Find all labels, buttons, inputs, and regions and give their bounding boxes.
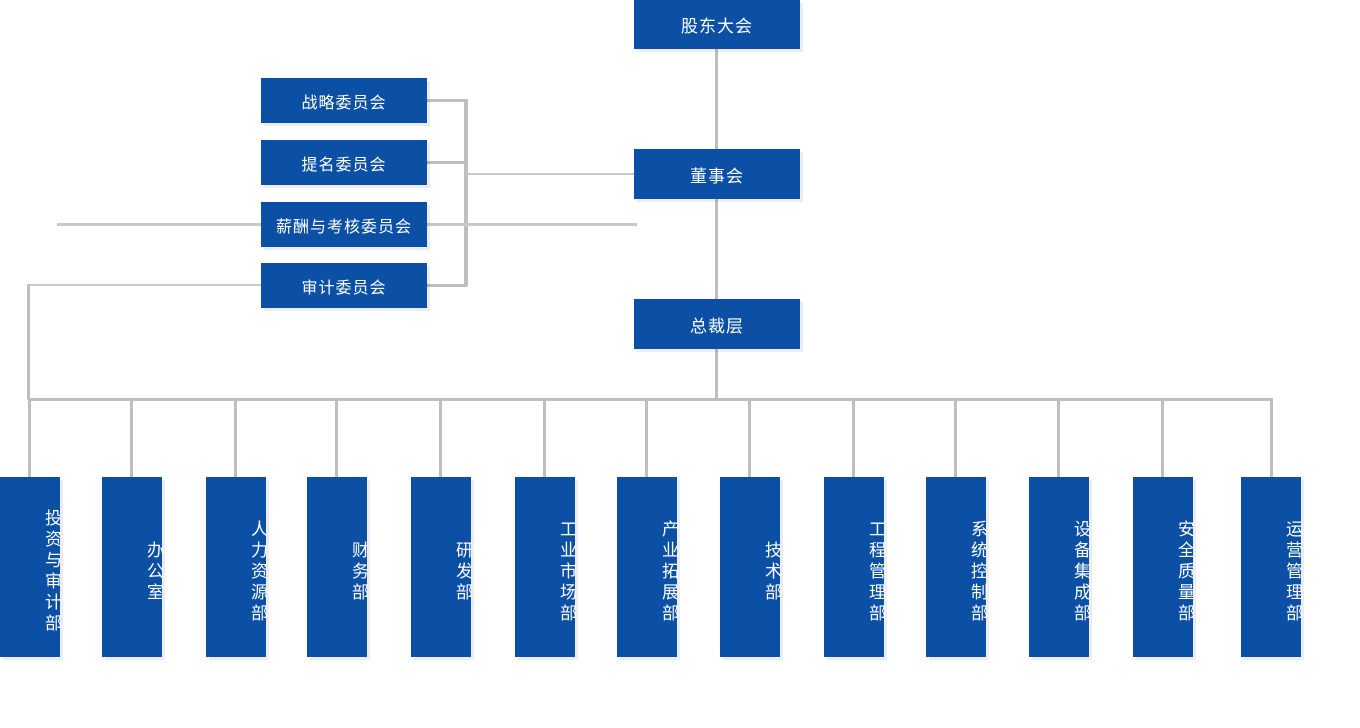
node-department-finance[interactable]: 财务部 (307, 477, 368, 657)
node-label: 产业拓展部 (659, 519, 678, 625)
node-department-industry-expansion[interactable]: 产业拓展部 (617, 477, 678, 657)
node-executive-level[interactable]: 总裁层 (634, 299, 800, 349)
node-label: 提名委员会 (301, 156, 387, 174)
node-department-system-control[interactable]: 系统控制部 (926, 477, 987, 657)
node-label: 研发部 (453, 540, 472, 604)
node-label: 系统控制部 (968, 519, 987, 625)
node-department-office[interactable]: 办公室 (102, 477, 163, 657)
node-label: 战略委员会 (301, 94, 387, 112)
connector-committee-stub-strategy (427, 99, 467, 102)
connector-compensation-extend-right (427, 223, 637, 226)
connector-drop-dept-11 (1057, 398, 1060, 478)
connector-drop-dept-2 (130, 398, 133, 478)
node-label: 股东大会 (681, 17, 753, 36)
node-label: 人力资源部 (248, 519, 267, 625)
connector-drop-dept-1 (28, 398, 31, 478)
connector-drop-dept-5 (439, 398, 442, 478)
node-label: 办公室 (144, 540, 163, 604)
node-label: 工业市场部 (557, 519, 576, 625)
node-label: 总裁层 (690, 316, 744, 336)
node-department-equipment-integration[interactable]: 设备集成部 (1029, 477, 1090, 657)
connector-audit-drop (27, 284, 30, 400)
connector-audit-to-left (28, 284, 262, 286)
connector-department-bus (28, 398, 1273, 401)
node-label: 设备集成部 (1071, 519, 1090, 625)
node-department-engineering-management[interactable]: 工程管理部 (824, 477, 885, 657)
node-label: 薪酬与考核委员会 (275, 218, 412, 236)
node-label: 投资与审计部 (42, 509, 61, 635)
node-committee-nomination[interactable]: 提名委员会 (261, 140, 427, 185)
node-department-investment-audit[interactable]: 投资与审计部 (0, 477, 61, 657)
node-department-research-development[interactable]: 研发部 (411, 477, 472, 657)
node-label: 安全质量部 (1175, 519, 1194, 625)
node-label: 审计委员会 (301, 279, 387, 297)
connector-committee-stub-audit (427, 284, 467, 287)
connector-drop-dept-10 (954, 398, 957, 478)
node-department-industrial-market[interactable]: 工业市场部 (515, 477, 576, 657)
node-label: 技术部 (762, 540, 781, 604)
connector-committee-stub-nomination (427, 161, 467, 164)
connector-drop-dept-7 (645, 398, 648, 478)
connector-drop-dept-9 (852, 398, 855, 478)
node-department-operations-management[interactable]: 运营管理部 (1241, 477, 1302, 657)
connector-committees-to-board (466, 173, 636, 175)
node-department-human-resources[interactable]: 人力资源部 (206, 477, 267, 657)
node-committee-audit[interactable]: 审计委员会 (261, 263, 427, 308)
connector-executive-to-bus (715, 349, 718, 400)
node-committee-strategy[interactable]: 战略委员会 (261, 78, 427, 123)
connector-shareholders-to-board (715, 49, 718, 149)
node-label: 运营管理部 (1283, 519, 1302, 625)
connector-drop-dept-12 (1161, 398, 1164, 478)
node-department-technology[interactable]: 技术部 (720, 477, 781, 657)
connector-committee-spine (464, 99, 468, 286)
connector-drop-dept-4 (335, 398, 338, 478)
connector-drop-dept-8 (748, 398, 751, 478)
node-committee-compensation[interactable]: 薪酬与考核委员会 (261, 202, 427, 247)
node-label: 董事会 (690, 166, 744, 186)
node-shareholders-meeting[interactable]: 股东大会 (634, 0, 800, 49)
node-board-of-directors[interactable]: 董事会 (634, 149, 800, 199)
node-label: 财务部 (349, 540, 368, 604)
node-label: 工程管理部 (866, 519, 885, 625)
connector-drop-dept-3 (234, 398, 237, 478)
connector-board-to-executive (715, 199, 718, 299)
connector-compensation-extend-left (57, 223, 262, 226)
node-department-safety-quality[interactable]: 安全质量部 (1133, 477, 1194, 657)
connector-drop-dept-13 (1270, 398, 1273, 478)
connector-drop-dept-6 (543, 398, 546, 478)
